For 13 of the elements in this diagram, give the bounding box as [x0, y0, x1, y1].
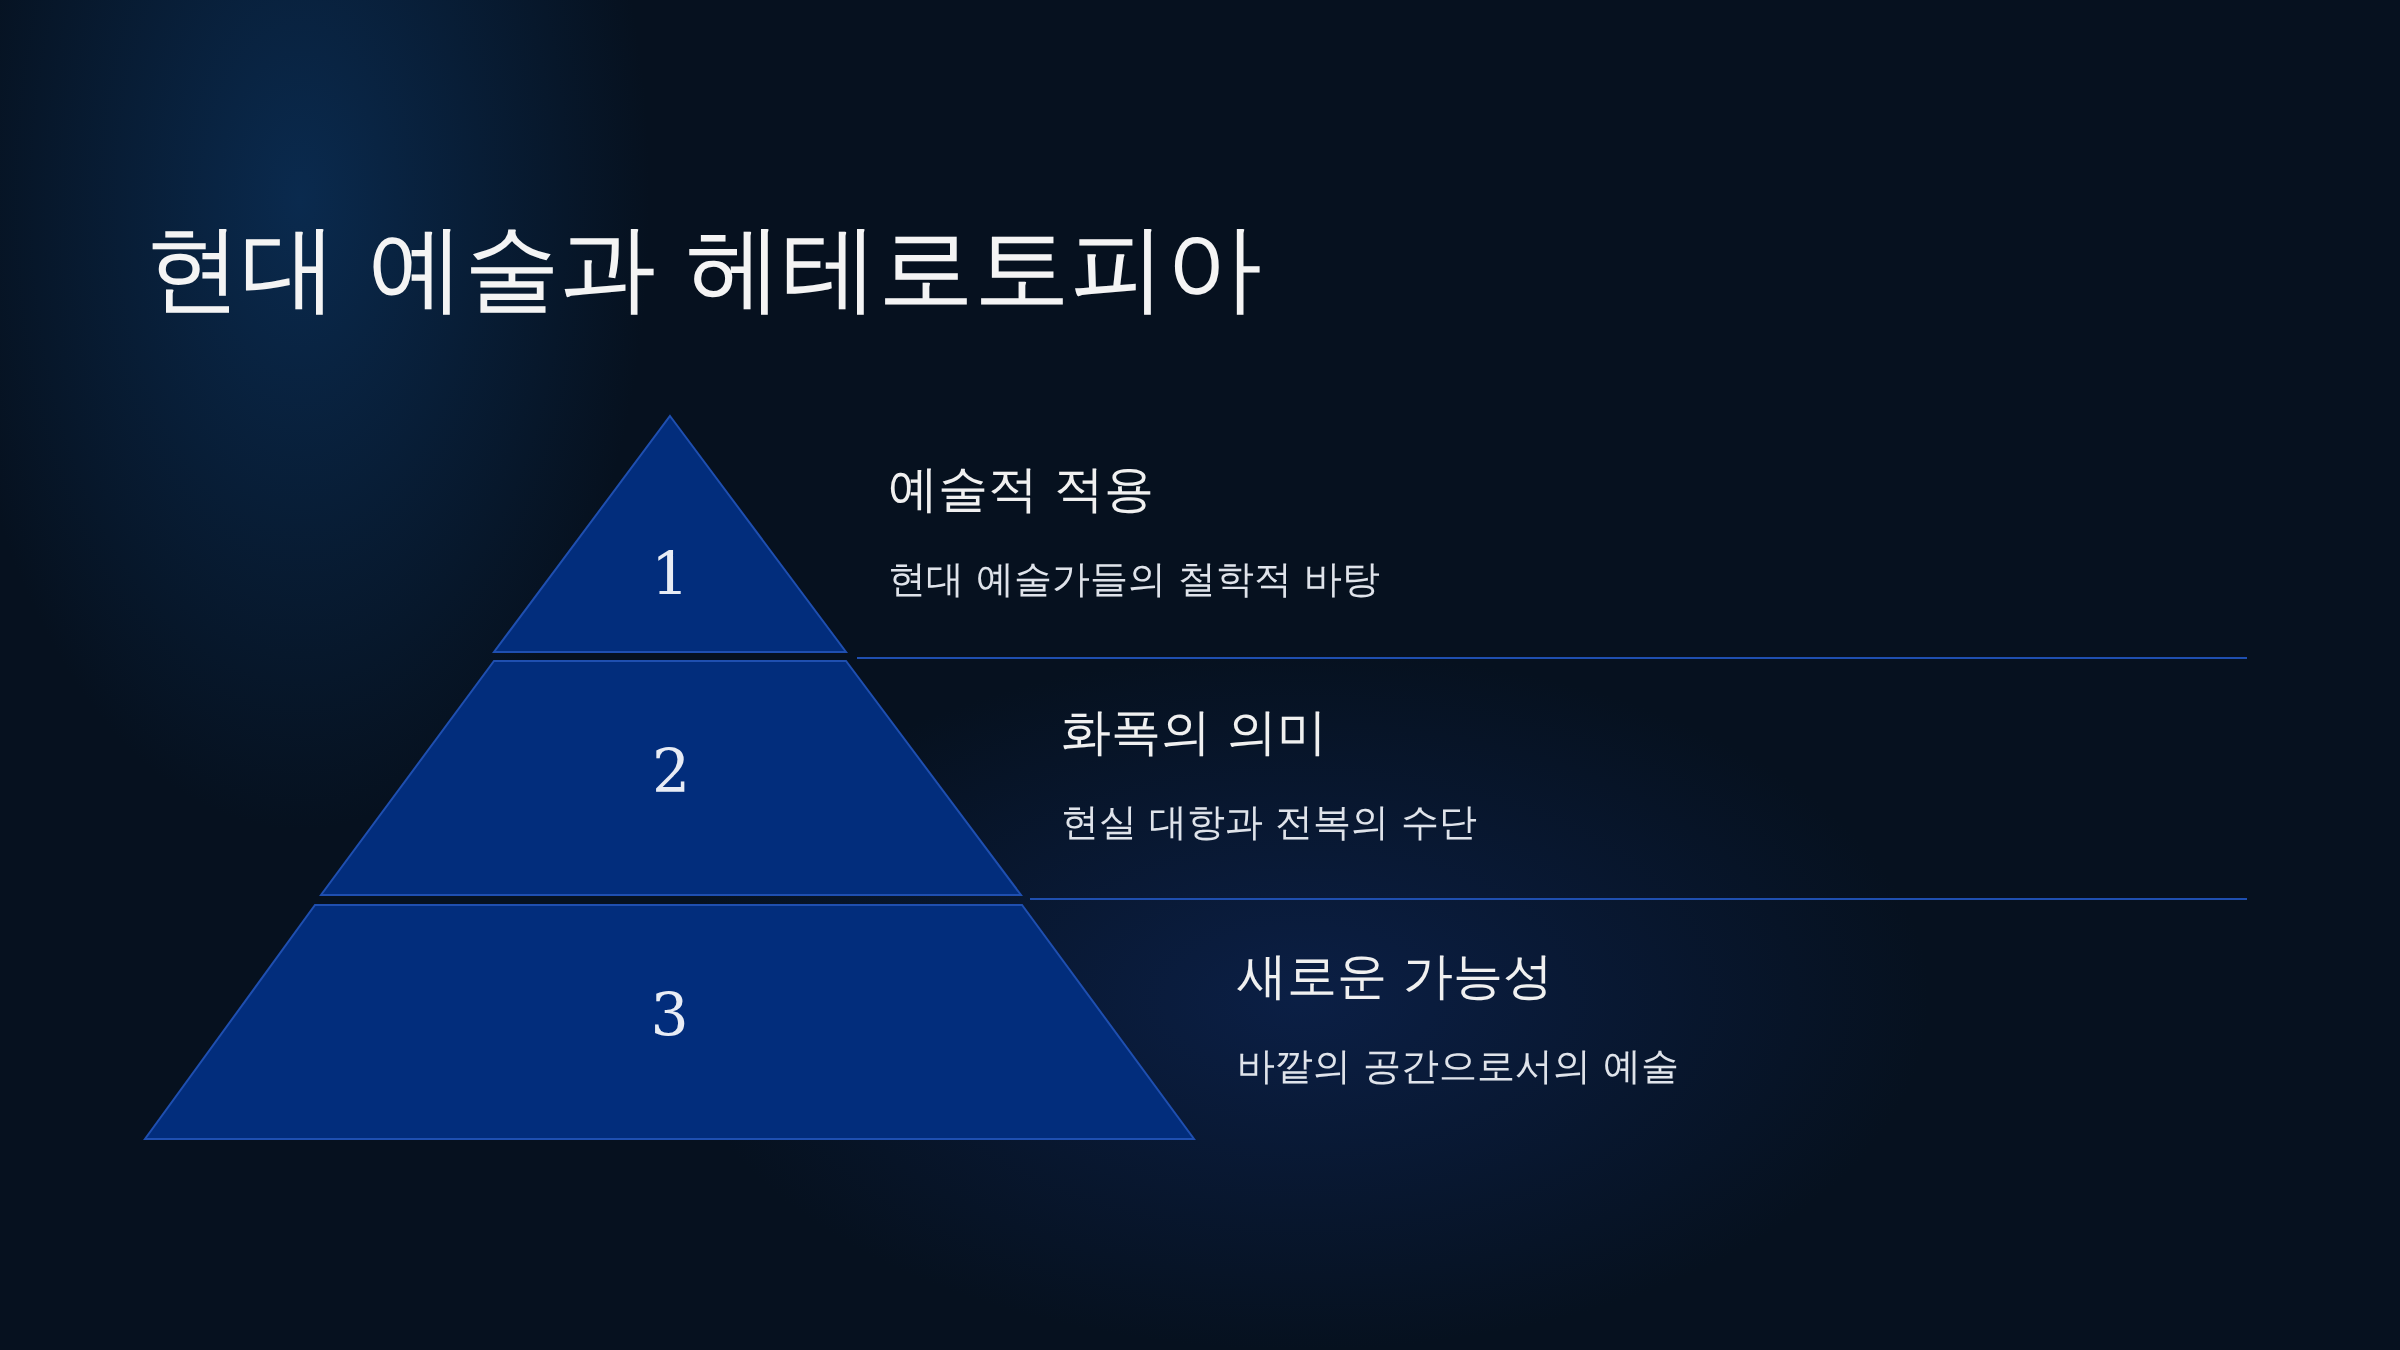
pyramid-top-triangle: [494, 416, 846, 652]
tier-heading: 새로운 가능성: [1237, 946, 1553, 1007]
tier-number: 2: [650, 735, 692, 806]
tier-description: 현실 대항과 전복의 수단: [1061, 799, 1478, 846]
pyramid-tier: [321, 661, 1021, 895]
tier-description: 바깥의 공간으로서의 예술: [1237, 1043, 1680, 1090]
slide-title: 현대 예술과 헤테로토피아: [145, 211, 1263, 326]
tier-number: 1: [649, 538, 691, 609]
tier-number: 3: [649, 979, 690, 1050]
tier-heading: 예술적 적용: [888, 459, 1154, 520]
tier-description: 현대 예술가들의 철학적 바탕: [888, 556, 1381, 603]
pyramid-tier: [145, 905, 1194, 1139]
tier-heading: 화폭의 의미: [1061, 702, 1327, 763]
